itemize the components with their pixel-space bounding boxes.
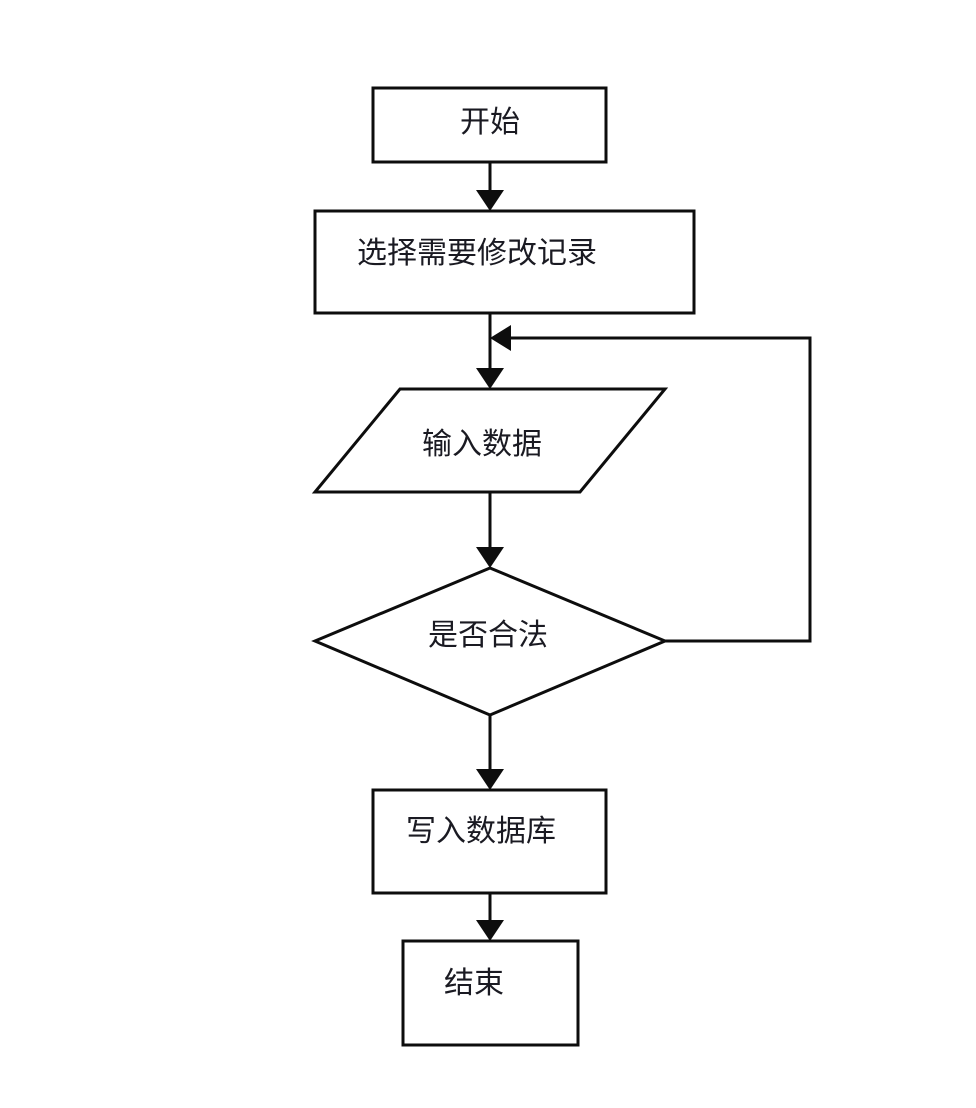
arrowhead-down-icon — [476, 920, 504, 941]
arrowhead-down-icon — [476, 190, 504, 211]
edge-write-to-end — [476, 893, 504, 941]
node-input-data-label: 输入数据 — [422, 428, 542, 461]
arrowhead-down-icon — [476, 368, 504, 389]
node-select-record-shape[interactable] — [313, 209, 696, 315]
node-end[interactable]: 结束 — [401, 939, 580, 1047]
node-write-db-label: 写入数据库 — [406, 815, 556, 848]
node-input-data[interactable]: 输入数据 — [311, 387, 669, 494]
node-end-shape[interactable] — [401, 939, 580, 1047]
edge-start-to-select — [476, 162, 504, 211]
edge-input-to-decision — [476, 492, 504, 568]
edge-decision-retry-loop — [490, 325, 812, 643]
edge-select-to-input — [476, 313, 504, 389]
node-end-label: 结束 — [444, 967, 504, 1000]
node-start-shape[interactable] — [371, 86, 608, 164]
node-write-db-shape[interactable] — [371, 788, 608, 895]
arrowhead-down-icon — [476, 547, 504, 568]
arrowhead-down-icon — [476, 769, 504, 790]
arrowhead-left-icon — [490, 325, 511, 351]
edge-line — [501, 336, 812, 643]
node-is-valid-shape[interactable] — [311, 566, 669, 717]
node-write-db[interactable]: 写入数据库 — [371, 788, 608, 895]
connector-layer — [476, 162, 812, 941]
node-select-record-label: 选择需要修改记录 — [357, 237, 597, 270]
node-select-record[interactable]: 选择需要修改记录 — [313, 209, 696, 315]
node-is-valid[interactable]: 是否合法 — [311, 566, 669, 717]
node-input-data-shape[interactable] — [311, 387, 669, 494]
node-start-label: 开始 — [460, 106, 520, 139]
node-is-valid-label: 是否合法 — [428, 619, 548, 652]
edge-decision-to-write — [476, 715, 504, 790]
node-layer: 开始 选择需要修改记录 输入数据 是否合法 写入数据库 — [311, 86, 696, 1047]
node-start[interactable]: 开始 — [371, 86, 608, 164]
